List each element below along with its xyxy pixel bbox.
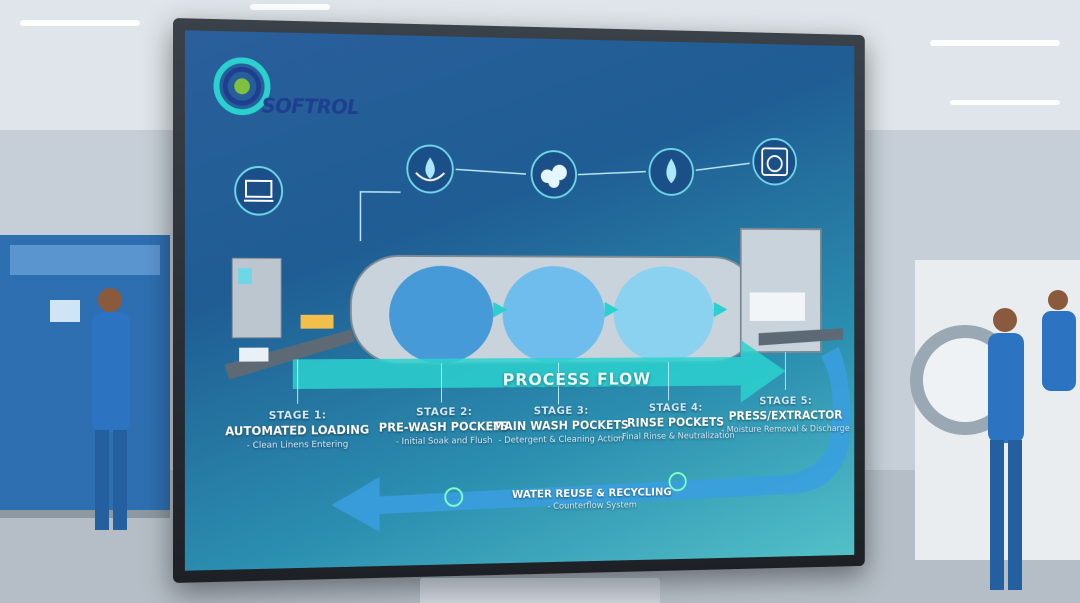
sparkle-drop-icon bbox=[649, 149, 693, 195]
stage-3-number: STAGE 3: bbox=[533, 404, 589, 418]
stage-3-label: STAGE 3: MAIN WASH POCKETS - Detergent &… bbox=[491, 404, 630, 446]
soap-bubbles-icon bbox=[532, 151, 577, 198]
left-worker bbox=[92, 288, 130, 530]
brand-logo-text: SOFTROL bbox=[261, 93, 359, 120]
process-flow-label: PROCESS FLOW bbox=[502, 369, 652, 391]
stage-5-desc: - Moisture Removal & Discharge bbox=[721, 424, 850, 436]
stage-2-number: STAGE 2: bbox=[416, 405, 473, 419]
display-monitor: SOFTROL PROCESS FLOW STAGE 1: AUTOMATED … bbox=[173, 18, 865, 583]
stage-1-desc: - Clean Linens Entering bbox=[246, 439, 349, 452]
right-workers bbox=[988, 290, 1076, 590]
stage-1-title: AUTOMATED LOADING bbox=[225, 422, 370, 439]
display-screen: SOFTROL PROCESS FLOW STAGE 1: AUTOMATED … bbox=[184, 30, 855, 571]
monitor-stand bbox=[420, 578, 660, 603]
stage-2-title: PRE-WASH POCKETS bbox=[378, 419, 510, 435]
stage-1-number: STAGE 1: bbox=[268, 408, 327, 422]
stage-3-desc: - Detergent & Cleaning Action bbox=[498, 434, 624, 446]
washing-machine-icon bbox=[753, 139, 796, 185]
left-laundry-machine bbox=[0, 235, 170, 518]
softrol-logo-mark bbox=[217, 60, 268, 113]
water-reuse-label: WATER REUSE & RECYCLING - Counterflow Sy… bbox=[512, 486, 672, 513]
press-extractor-machine bbox=[741, 229, 843, 353]
stage-4-label: STAGE 4: RINSE POCKETS - Final Rinse & N… bbox=[612, 401, 739, 443]
water-drop-basin-icon bbox=[407, 145, 453, 192]
stage-5-label: STAGE 5: PRESS/EXTRACTOR - Moisture Remo… bbox=[721, 394, 850, 435]
stage-2-desc: - Initial Soak and Flush bbox=[395, 436, 493, 448]
stage-4-desc: - Final Rinse & Neutralization bbox=[616, 431, 735, 443]
process-diagram bbox=[185, 30, 851, 533]
stage-1-label: STAGE 1: AUTOMATED LOADING - Clean Linen… bbox=[224, 408, 370, 451]
stage-4-title: RINSE POCKETS bbox=[627, 415, 725, 430]
water-reuse-title: WATER REUSE & RECYCLING bbox=[511, 485, 672, 501]
stage-2-label: STAGE 2: PRE-WASH POCKETS - Initial Soak… bbox=[378, 405, 510, 447]
tunnel-washer bbox=[351, 256, 759, 364]
stage-5-title: PRESS/EXTRACTOR bbox=[728, 408, 843, 423]
ceiling-lights bbox=[20, 4, 1060, 105]
loading-machine bbox=[224, 258, 356, 380]
conveyor-loader-icon bbox=[235, 167, 282, 215]
stage-3-title: MAIN WASH POCKETS bbox=[492, 418, 629, 434]
stage-4-number: STAGE 4: bbox=[648, 401, 703, 415]
stage-5-number: STAGE 5: bbox=[759, 394, 813, 408]
